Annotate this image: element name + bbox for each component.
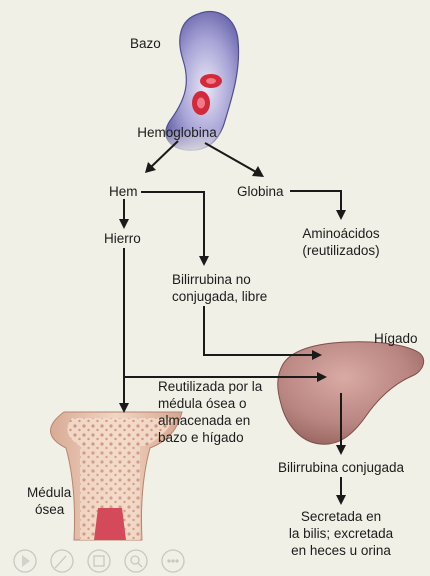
label-unconjugated-bilirubin-1: Bilirrubina no: [172, 272, 251, 287]
label-reused-iron-3: almacenada en: [158, 413, 250, 428]
label-unconjugated-bilirubin-2: conjugada, libre: [172, 289, 267, 304]
label-reused-iron-2: médula ósea o: [158, 396, 247, 411]
label-secreted-3: en heces u orina: [291, 543, 391, 558]
spleen-illustration: [150, 10, 250, 158]
label-amino-acids-1: Aminoácidos: [302, 226, 380, 241]
flow-arrows: [119, 140, 346, 505]
label-spleen: Bazo: [130, 36, 161, 51]
label-bone-marrow-1: Médula: [27, 485, 72, 500]
search-icon[interactable]: [124, 549, 148, 573]
label-iron: Hierro: [104, 231, 141, 246]
label-heme: Hem: [109, 184, 138, 199]
red-blood-cell-icon: [200, 74, 222, 88]
label-hemoglobin: Hemoglobina: [137, 125, 217, 140]
label-amino-acids-2: (reutilizados): [302, 243, 379, 258]
bone-illustration: [50, 411, 183, 541]
player-controls: [13, 549, 185, 573]
label-globin: Globina: [237, 184, 284, 199]
label-bone-marrow-2: ósea: [35, 502, 65, 517]
pen-icon[interactable]: [50, 549, 74, 573]
label-reused-iron-4: bazo e hígado: [158, 430, 244, 445]
red-blood-cell-icon: [192, 91, 210, 115]
label-reused-iron-1: Reutilizada por la: [158, 379, 263, 394]
more-icon[interactable]: [161, 549, 185, 573]
label-conjugated-bilirubin: Bilirrubina conjugada: [278, 460, 405, 475]
save-icon[interactable]: [87, 549, 111, 573]
play-icon[interactable]: [13, 549, 37, 573]
liver-illustration: [277, 341, 425, 445]
label-liver: Hígado: [374, 331, 418, 346]
label-secreted-2: la bilis; excretada: [289, 526, 394, 541]
label-secreted-1: Secretada en: [301, 509, 381, 524]
